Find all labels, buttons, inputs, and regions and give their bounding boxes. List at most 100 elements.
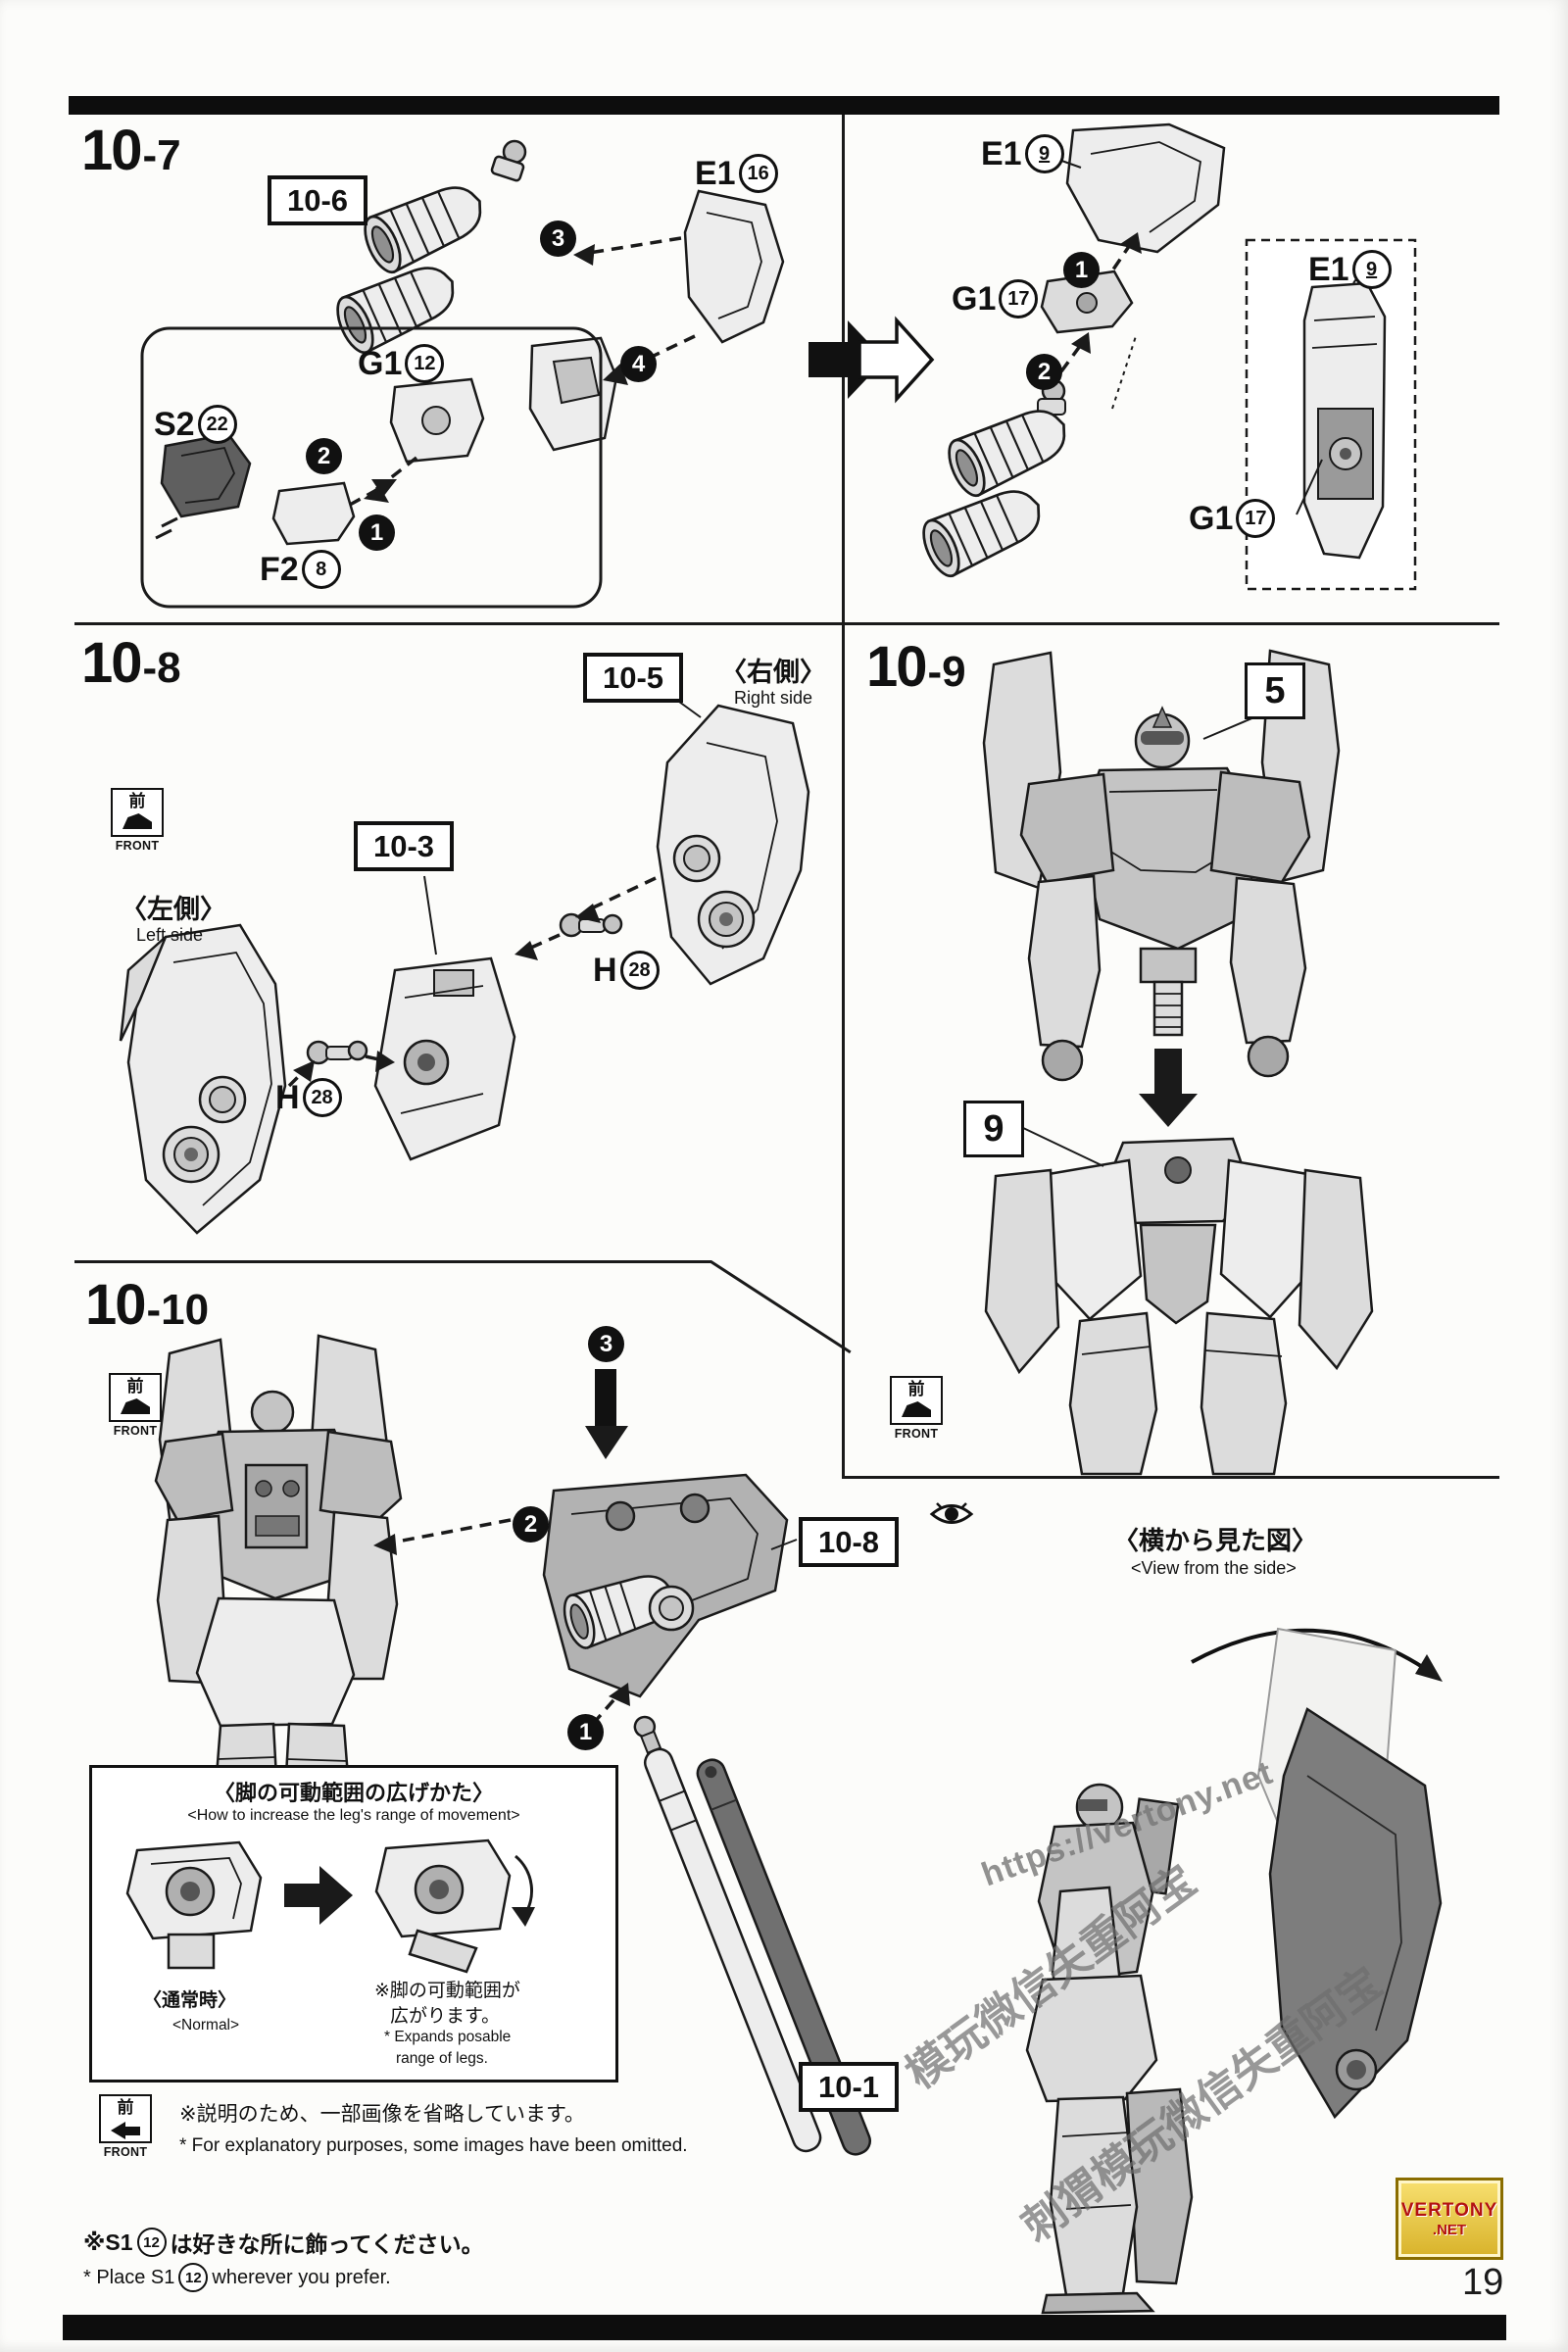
leg-inset-title-jp: 〈脚の可動範囲の広げかた〉 [213, 1781, 494, 1805]
h28-connector-left [306, 1040, 368, 1065]
right-side-label-jp: 〈右側〉 [720, 658, 826, 687]
section-number-suffix: -10 [146, 1286, 210, 1334]
section-number-suffix: -9 [927, 648, 966, 696]
leg-note-en-2: range of legs. [396, 2050, 488, 2067]
step-badge-1: 1 [359, 514, 395, 551]
hip-expanded-drawing [374, 1838, 535, 1974]
section-divider [74, 622, 1499, 625]
assembly-diagram-10-8 [119, 685, 810, 1235]
step-badge-3: 3 [588, 1326, 624, 1362]
omit-note-en: * For explanatory purposes, some images … [179, 2135, 688, 2156]
leg-note-en-1: * Expands posable [384, 2029, 512, 2045]
section-10-10: 10-10 前 FRONT 2 3 10-8 1 10-1 〈脚の可動範囲の広げ… [72, 1263, 954, 2315]
part-g1-17-drawing [1040, 270, 1134, 334]
front-jp-label: 前 [126, 1377, 144, 1396]
logo-text-top: VERTONY [1400, 2199, 1498, 2221]
step-badge-1: 1 [567, 1714, 604, 1750]
part-g1-12-drawing [389, 377, 485, 464]
step-badge-3: 3 [540, 220, 576, 257]
section-divider [74, 1260, 711, 1263]
shield-drawing [1268, 1707, 1443, 2120]
callout-9: 9 [963, 1101, 1024, 1157]
part-code: G1 [358, 344, 403, 382]
vertony-logo: VERTONY .NET [1396, 2178, 1503, 2260]
bottom-rule [63, 2315, 1506, 2340]
section-number-suffix: -7 [142, 131, 181, 179]
front-box: 前 [111, 788, 164, 837]
front-en-label: FRONT [894, 1427, 939, 1441]
section-number: 10 [81, 119, 142, 182]
front-en-label: FRONT [103, 2145, 148, 2159]
part-code: H [593, 951, 617, 989]
part-e1-9-drawing [1065, 122, 1226, 254]
section-divider [842, 1476, 1499, 1479]
part-number-circle: 9 [1351, 250, 1392, 289]
front-indicator: 前 FRONT [99, 1373, 172, 1438]
thruster-unit-right [914, 378, 1078, 583]
part-number-circle: 12 [136, 2228, 167, 2257]
leg-range-inset: 〈脚の可動範囲の広げかた〉 <How to increase the leg's… [89, 1765, 618, 2082]
section-number-suffix: -8 [142, 644, 181, 692]
section-10-8: 10-8 前 FRONT 10-5 〈右側〉 Right side 10-3 〈… [72, 625, 844, 1260]
omit-note-jp: ※説明のため、一部画像を省略しています。 [179, 2103, 585, 2126]
right-side-label-en: Right side [734, 688, 813, 708]
front-indicator: 前 FRONT [101, 788, 173, 853]
part-number-circle: 22 [197, 405, 237, 444]
section-number: 10 [866, 635, 927, 699]
part-number-circle: 12 [405, 344, 445, 383]
step-badge-2: 2 [1026, 354, 1062, 390]
front-en-label: FRONT [113, 1424, 158, 1438]
leg-note-jp-2: 広がります。 [390, 2006, 501, 2027]
section-title-10-10: 10-10 [85, 1277, 209, 1334]
front-foot-icon [902, 1401, 931, 1417]
assembly-diagram-10-7 [140, 122, 1417, 609]
robot-side-drawing [1025, 1783, 1194, 2315]
section-number: 10 [85, 1273, 146, 1337]
part-number-circle: 9 [1024, 134, 1064, 173]
part-number-circle: 16 [738, 154, 778, 193]
part-number-circle: 8 [301, 550, 341, 589]
part-code: E1 [981, 134, 1022, 172]
transform-arrow-white [858, 316, 935, 404]
front-jp-label: 前 [907, 1380, 925, 1398]
step3-arrow [595, 1369, 616, 1426]
viewpoint-eye-icon [929, 1502, 974, 1524]
top-rule [69, 96, 1499, 115]
side-view-label-jp: 〈横から見た図〉 [1113, 1526, 1318, 1555]
part-e1-16-drawing [683, 189, 785, 344]
section-divider [842, 622, 845, 1479]
step-badge-1: 1 [1063, 252, 1100, 288]
part-code: G1 [952, 279, 997, 318]
s1-note-jp-post: は好きな所に飾ってください。 [170, 2231, 484, 2257]
beam-staff-dark [696, 1758, 872, 2156]
front-left-arrow-icon [111, 2122, 140, 2139]
ref-box-10-5: 10-5 [583, 653, 684, 704]
hip-normal-drawing [125, 1840, 263, 1970]
backpack-part-drawing [542, 1473, 789, 1698]
ref-box-10-6: 10-6 [268, 175, 368, 226]
step-badge-4: 4 [620, 346, 657, 382]
step-badge-2: 2 [306, 438, 342, 474]
front-jp-label: 前 [128, 792, 146, 810]
beam-staff-light [633, 1715, 822, 2153]
side-view-label-en: <View from the side> [1131, 1558, 1297, 1578]
s1-note-en-pre: * Place S1 [83, 2266, 175, 2288]
front-foot-icon [122, 813, 152, 829]
assembly-diagram-10-9 [982, 649, 1374, 1476]
front-foot-icon [121, 1398, 150, 1414]
part-f2-8-drawing [271, 481, 356, 546]
part-number-circle: 17 [999, 279, 1039, 318]
part-s2-22-drawing [155, 432, 252, 540]
ref-box-10-1: 10-1 [799, 2062, 900, 2113]
callout-5: 5 [1245, 662, 1305, 719]
front-indicator: 前 FRONT [880, 1376, 953, 1441]
left-side-label-en: Left side [136, 925, 204, 945]
